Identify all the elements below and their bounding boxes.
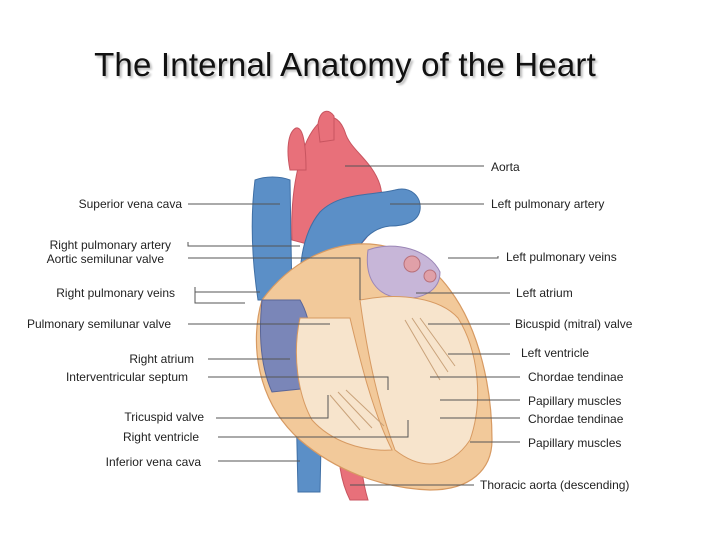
label-chordae-tendinae-2: Chordae tendinae: [528, 412, 624, 426]
aorta-branch-shape: [287, 127, 307, 171]
label-pulmonary-semilunar-valve: Pulmonary semilunar valve: [26, 317, 171, 331]
label-right-atrium: Right atrium: [129, 352, 194, 366]
page-title: The Internal Anatomy of the Heart: [94, 46, 596, 83]
superior-vena-cava-shape: [251, 176, 293, 301]
label-right-pulmonary-veins: Right pulmonary veins: [56, 286, 175, 300]
label-left-ventricle: Left ventricle: [521, 346, 590, 360]
aorta-branch-shape-2: [317, 110, 335, 143]
label-left-atrium: Left atrium: [516, 286, 573, 300]
label-bicuspid-valve: Bicuspid (mitral) valve: [515, 317, 633, 331]
label-papillary-muscles-2: Papillary muscles: [528, 436, 622, 450]
label-superior-vena-cava: Superior vena cava: [78, 197, 182, 211]
label-interventricular-septum: Interventricular septum: [65, 370, 188, 384]
label-right-pulmonary-artery: Right pulmonary artery: [49, 238, 171, 252]
left-atrium-shape: [366, 245, 441, 299]
label-right-ventricle: Right ventricle: [122, 430, 199, 444]
label-inferior-vena-cava: Inferior vena cava: [105, 455, 201, 469]
label-left-pulmonary-artery: Left pulmonary artery: [491, 197, 605, 211]
label-papillary-muscles-1: Papillary muscles: [528, 394, 622, 408]
label-left-pulmonary-veins: Left pulmonary veins: [506, 250, 617, 264]
label-chordae-tendinae-1: Chordae tendinae: [528, 370, 624, 384]
left-ventricle-shape: [359, 296, 479, 465]
right-ventricle-shape: [295, 317, 393, 451]
label-aorta: Aorta: [491, 160, 520, 174]
label-thoracic-aorta: Thoracic aorta (descending): [480, 478, 630, 492]
label-tricuspid-valve: Tricuspid valve: [124, 410, 204, 424]
label-aortic-semilunar-valve: Aortic semilunar valve: [46, 252, 164, 266]
leader-lines: [187, 165, 520, 486]
